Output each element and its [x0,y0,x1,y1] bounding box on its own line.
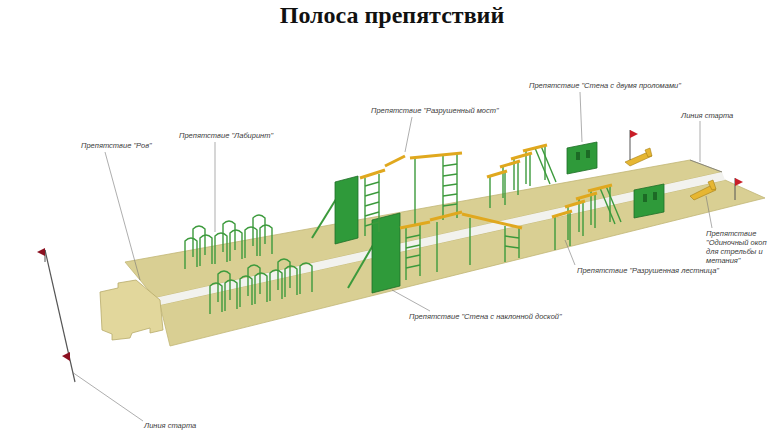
obstacle-label: Препятствие "Стена с наклонной доской" [408,312,563,321]
ditch [100,280,163,340]
beam [487,145,547,177]
beam [400,222,430,228]
obstacle-label: Препятствие "Разрушенная лестница" [576,266,720,275]
obstacle-label: Линия старта [143,421,197,430]
obstacle-label: Препятствие "Разрушенный мост" [370,106,500,115]
maze [210,259,312,314]
leader-line [72,92,712,421]
beam [462,214,522,228]
obstacle-label: Препятствие "Ров" [80,141,153,150]
beam [385,156,405,166]
beam [430,212,462,220]
beam [360,170,385,178]
inclined-board [312,196,338,238]
lower-lane [160,180,765,346]
wall-two-breaches [567,142,597,174]
obstacle-label: Препятствие "Лабиринт" [178,131,274,140]
wall-two-breaches [634,184,664,218]
beam [410,153,462,158]
broken-bridge [365,154,457,236]
obstacle-label: Линия старта [680,111,734,120]
maze [185,215,272,269]
flag [735,178,743,186]
wall [372,213,400,293]
flag [37,248,45,256]
broken-bridge [406,218,519,280]
obstacle-label: Препятствие "Одиночный окоп для стрельбы… [705,229,781,265]
start-line [45,250,75,382]
obstacle-label: Препятствие "Стена с двумя проломами" [528,81,682,90]
page-title: Полоса препятствий [0,0,784,30]
wall [335,176,358,244]
flag [62,352,70,361]
flag [630,130,638,138]
broken-staircase [490,146,556,208]
beam [552,185,612,217]
